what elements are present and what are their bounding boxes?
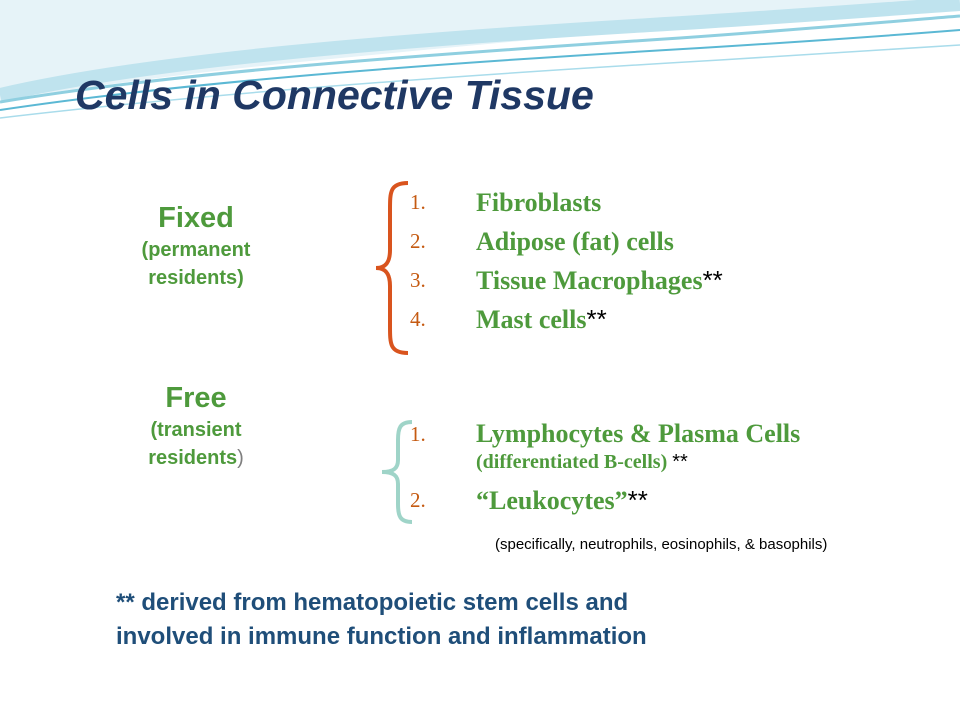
free-group-label: Free (transient residents) xyxy=(96,380,296,472)
free-item: 1.Lymphocytes & Plasma Cells(differentia… xyxy=(410,415,800,475)
fixed-item: 2. Adipose (fat) cells xyxy=(410,222,723,261)
item-marker: ** xyxy=(586,304,607,334)
fixed-cell-list: 1. Fibroblasts 2. Adipose (fat) cells 3. Ti… xyxy=(410,183,723,339)
item-marker: ** xyxy=(702,265,723,295)
fixed-item: 4. Mast cells** xyxy=(410,300,723,339)
free-sub-line2: residents) xyxy=(96,444,296,472)
item-note-line: (differentiated B-cells) ** xyxy=(476,449,800,475)
item-text: Adipose (fat) cells xyxy=(476,227,674,256)
item-marker: ** xyxy=(672,451,688,473)
item-text: “Leukocytes” xyxy=(476,486,628,515)
fixed-sub-line1: (permanent xyxy=(141,239,251,261)
item-number: 2. xyxy=(410,229,426,253)
leukocyte-specifics: (specifically, neutrophils, eosinophils,… xyxy=(495,536,828,553)
item-text: Fibroblasts xyxy=(476,188,602,217)
item-number: 2. xyxy=(410,488,426,512)
item-number: 1. xyxy=(410,422,426,446)
footnote-line1: ** derived from hematopoietic stem cells… xyxy=(116,589,629,616)
fixed-group-label: Fixed (permanent residents) xyxy=(96,200,296,292)
free-label: Free xyxy=(165,382,227,414)
free-sub-close: ) xyxy=(237,447,244,469)
footnote: ** derived from hematopoietic stem cells… xyxy=(116,586,856,654)
fixed-sub-line2: residents) xyxy=(148,267,244,289)
free-sub-text: residents xyxy=(148,447,238,469)
footnote-line2: involved in immune function and inflamma… xyxy=(116,623,647,650)
free-cell-list: 1.Lymphocytes & Plasma Cells(differentia… xyxy=(410,415,800,520)
item-marker: ** xyxy=(627,485,648,515)
header-wave-decoration xyxy=(0,0,960,119)
item-text: Tissue Macrophages xyxy=(476,266,703,295)
fixed-brace xyxy=(375,181,409,355)
free-brace xyxy=(381,420,413,524)
item-number: 4. xyxy=(410,307,426,331)
free-sub-line1: (transient xyxy=(150,419,242,441)
item-number: 3. xyxy=(410,268,426,292)
fixed-label: Fixed xyxy=(158,202,234,234)
item-note: (differentiated B-cells) xyxy=(476,451,668,473)
item-text: Lymphocytes & Plasma Cells xyxy=(476,419,801,448)
item-number: 1. xyxy=(410,190,426,214)
fixed-item: 3. Tissue Macrophages** xyxy=(410,261,723,300)
fixed-item: 1. Fibroblasts xyxy=(410,183,723,222)
item-text: Mast cells xyxy=(476,305,587,334)
free-item: 2. “Leukocytes”** xyxy=(410,481,800,520)
slide-title: Cells in Connective Tissue xyxy=(75,72,594,118)
